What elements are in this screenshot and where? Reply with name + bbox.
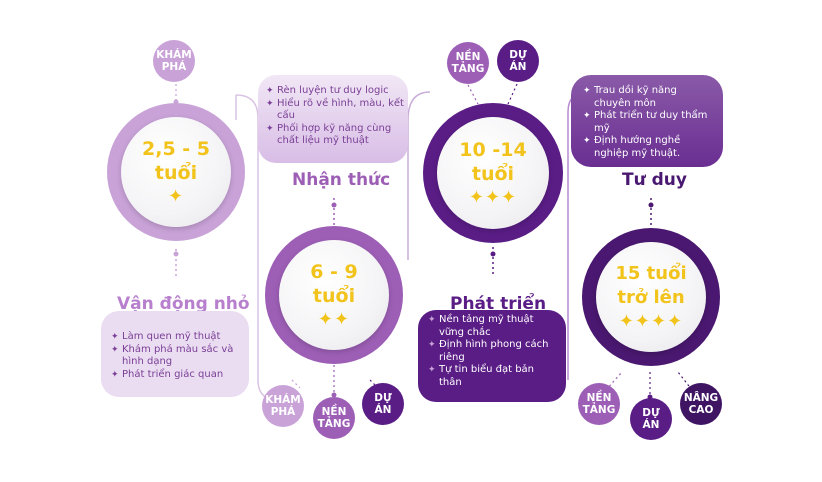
stage1-card: ✦Làm quen mỹ thuật ✦Khám phá màu sắc và … (101, 311, 249, 397)
stage4-badge-nen-tang: NỀN TẢNG (578, 383, 620, 425)
stage3-age: 10 -14 tuổi (459, 139, 527, 185)
list-item: ✦Trau dồi kỹ năng chuyên môn (583, 85, 677, 109)
stage4-age-circle: 15 tuổi trở lên ✦✦✦✦ (596, 242, 706, 352)
stage2-badge-kham-pha: KHÁM PHÁ (262, 385, 304, 427)
list-item: ✦Làm quen mỹ thuật (111, 331, 221, 342)
stage3-age-circle: 10 -14 tuổi ✦✦✦ (437, 117, 549, 229)
list-item: ✦Phối hợp kỹ năng cùng chất liệu mỹ thuậ… (266, 122, 392, 147)
sparkle-icon: ✦ (428, 340, 436, 350)
stage4-bullets: ✦Trau dồi kỹ năng chuyên môn ✦Phát triển… (583, 85, 715, 160)
stage2-card: ✦Rèn luyện tư duy logic ✦Hiểu rõ về hình… (258, 75, 408, 163)
stage4-card: ✦Trau dồi kỹ năng chuyên môn ✦Phát triển… (571, 75, 723, 167)
stage2-bullets: ✦Rèn luyện tư duy logic ✦Hiểu rõ về hình… (266, 85, 404, 148)
sparkle-icon: ✦ (583, 86, 591, 96)
stage4-badge-du-an: DỰ ÁN (630, 398, 672, 440)
sparkle-icon: ✦ (583, 111, 591, 121)
stage4-stars: ✦✦✦✦ (618, 311, 684, 332)
list-item: ✦Phát triển tư duy thẩm mỹ (583, 110, 708, 134)
stage2-badge-nen-tang: NỀN TẢNG (313, 397, 355, 439)
sparkle-icon: ✦ (428, 365, 436, 375)
stage1-age: 2,5 - 5 tuổi (142, 138, 210, 184)
sparkle-icon: ✦ (583, 136, 591, 146)
stage4-title: Tư duy (622, 170, 687, 190)
stage3-bullets: ✦Nền tảng mỹ thuật vững chắc ✦Định hình … (428, 314, 558, 389)
stage2-title: Nhận thức (292, 170, 391, 190)
stage1-stars: ✦ (167, 186, 185, 207)
stage4-badge-nang-cao: NÂNG CAO (680, 383, 722, 425)
stage3-badge-nen-tang: NỀN TẢNG (447, 42, 489, 84)
list-item: ✦Phát triển giác quan (111, 368, 224, 380)
list-item: ✦Định hình phong cách riêng (428, 339, 549, 363)
stage3-stars: ✦✦✦ (468, 187, 518, 208)
list-item: ✦Hiểu rõ về hình, màu, kết cấu (266, 97, 404, 122)
sparkle-icon: ✦ (266, 98, 274, 109)
stage2-age: 6 - 9 tuổi (310, 261, 358, 307)
sparkle-icon: ✦ (111, 344, 119, 355)
stage1-bullets: ✦Làm quen mỹ thuật ✦Khám phá màu sắc và … (111, 331, 243, 381)
stage3-card: ✦Nền tảng mỹ thuật vững chắc ✦Định hình … (418, 310, 566, 402)
stage1-title: Vận động nhỏ (117, 294, 250, 314)
stage4-age: 15 tuổi trở lên (615, 263, 687, 308)
stage2-badge-du-an: DỰ ÁN (362, 383, 404, 425)
stage3-badge-du-an: DỰ ÁN (497, 40, 539, 82)
sparkle-icon: ✦ (266, 86, 274, 96)
list-item: ✦Định hướng nghề nghiệp mỹ thuật. (583, 135, 681, 159)
list-item: ✦Khám phá màu sắc và hình dạng (111, 343, 234, 368)
list-item: ✦Rèn luyện tư duy logic (266, 85, 389, 96)
stage2-age-circle: 6 - 9 tuổi ✦✦ (279, 240, 389, 350)
stage3-title: Phát triển (450, 294, 547, 314)
list-item: ✦Tự tin biểu đạt bản thân (428, 364, 535, 388)
stage1-age-circle: 2,5 - 5 tuổi ✦ (121, 117, 231, 227)
list-item: ✦Nền tảng mỹ thuật vững chắc (428, 314, 534, 338)
stage2-stars: ✦✦ (317, 309, 351, 330)
sparkle-icon: ✦ (266, 123, 274, 134)
sparkle-icon: ✦ (111, 369, 119, 380)
stage1-badge-kham-pha: KHÁM PHÁ (153, 40, 195, 82)
sparkle-icon: ✦ (111, 332, 119, 342)
sparkle-icon: ✦ (428, 315, 436, 325)
